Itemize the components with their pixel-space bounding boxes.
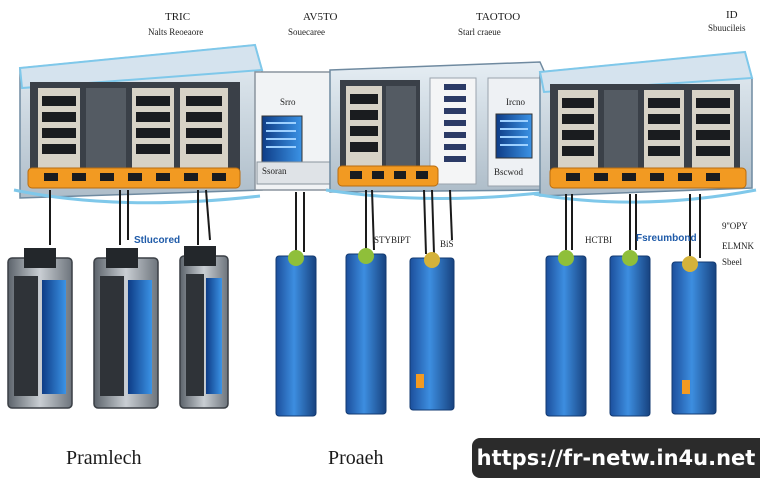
- rack-left: [13, 43, 264, 205]
- blue-tube-1: [275, 250, 317, 417]
- rack-right: [533, 50, 757, 204]
- blue-tube-5: [609, 250, 651, 417]
- mid-label-stybipt: STYBIPT: [374, 235, 411, 245]
- top-label-1-line2: Nalts Reoeaore: [148, 27, 204, 37]
- mid-label-elmnk: ELMNK: [722, 241, 754, 251]
- blue-tube-3: [409, 252, 455, 411]
- blue-tube-units: [275, 248, 717, 417]
- mid-label-stlucored: Stlucored: [134, 235, 181, 246]
- top-label-2-line2: Souecaree: [288, 27, 325, 37]
- server-units: [7, 246, 229, 409]
- blue-tube-4: [545, 250, 587, 417]
- top-label-4-line2: Sbuucileis: [708, 23, 746, 33]
- top-label-3-line2: Starl craeue: [458, 27, 501, 37]
- mid-label-9opy: 9''OPY: [722, 221, 748, 231]
- mid-label-sbeel: Sbeel: [722, 257, 742, 267]
- blue-tube-2: [345, 248, 387, 415]
- rack-label-ircno: Ircno: [506, 97, 525, 107]
- blue-tube-6: [671, 256, 717, 415]
- server-unit-2: [93, 248, 159, 409]
- switch-cabinet-center: [254, 71, 338, 191]
- top-label-3-line1: TAOTOO: [476, 11, 521, 23]
- rack-label-bscwod: Bscwod: [494, 167, 523, 177]
- cables: [49, 189, 701, 258]
- server-unit-1: [7, 248, 73, 409]
- top-label-2-line1: AV5TO: [303, 11, 338, 23]
- top-label-4-line1: ID: [726, 9, 738, 21]
- caption-pramlech: Pramlech: [66, 447, 142, 469]
- caption-proaeh: Proaeh: [328, 447, 384, 469]
- top-label-1-line1: TRIC: [165, 11, 191, 23]
- mid-label-fsreumbond: Fsreumbond: [636, 233, 697, 244]
- server-unit-3: [179, 246, 229, 409]
- url-badge[interactable]: https://fr-netw.in4u.net: [472, 438, 760, 478]
- mid-label-hctbi: HCTBI: [585, 235, 612, 245]
- rack-label-ssoran: Ssoran: [262, 166, 287, 176]
- mid-label-bis: BiS: [440, 239, 454, 249]
- rack-center: [325, 61, 549, 201]
- rack-label-srro: Srro: [280, 97, 296, 107]
